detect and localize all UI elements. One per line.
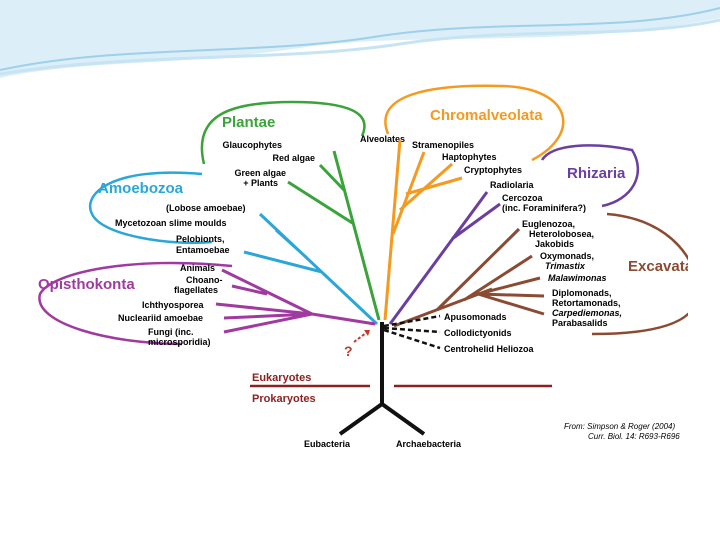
chromalveolata-outline [384,84,565,162]
excavata-member: Trimastix [545,261,586,271]
excavata-member: Malawimonas [548,273,607,283]
excavata-title: Excavata [628,258,688,275]
amoebozoa-member: (Lobose amoebae) [166,203,246,213]
plantae-member: Red algae [272,153,315,163]
plantae-clade: Plantae Glaucophytes Red algae Green alg… [200,100,381,321]
excavata-member: Retortamonads, [552,298,621,308]
chromalveolata-member: Stramenopiles [412,140,474,150]
rhizaria-member: Radiolaria [490,180,535,190]
plantae-outline [200,100,366,165]
unplaced-lineage: Centrohelid Heliozoa [444,344,535,354]
chromalveolata-clade: Chromalveolata Alveolates Stramenopiles … [360,84,565,321]
prokaryotes-label: Prokaryotes [252,393,316,405]
root-question-mark: ? [344,343,353,359]
eukaryote-prokaryote-divider: Eukaryotes Prokaryotes [250,372,552,405]
excavata-member: Oxymonads, [540,251,594,261]
eubacteria-label: Eubacteria [304,439,351,449]
rhizaria-clade: Rhizaria Radiolaria Cercozoa (inc. Foram… [388,144,640,325]
chromalveolata-member: Cryptophytes [464,165,522,175]
opisthokonta-member: flagellates [174,285,218,295]
excavata-member: Diplomonads, [552,288,612,298]
amoebozoa-member: Entamoebae [176,245,230,255]
amoebozoa-member: Mycetozoan slime moulds [115,218,227,228]
excavata-clade: Excavata Euglenozoa, Heterolobosea, Jako… [393,212,699,336]
eukaryotes-label: Eukaryotes [252,372,311,384]
archaebacteria-label: Archaebacteria [396,439,462,449]
opisthokonta-member: Fungi (inc. [148,327,194,337]
excavata-member: Heterolobosea, [529,229,594,239]
tree-figure: Plantae Glaucophytes Red algae Green alg… [32,74,699,467]
amoebozoa-title: Amoebozoa [98,180,184,197]
rhizaria-outline [540,144,640,208]
slide-wave-decoration [0,0,720,78]
plantae-title: Plantae [222,114,275,131]
chromalveolata-member: Haptophytes [442,152,497,162]
excavata-member: Euglenozoa, [522,219,575,229]
opisthokonta-title: Opisthokonta [38,276,135,293]
amoebozoa-clade: Amoebozoa (Lobose amoebae) Mycetozoan sl… [89,171,379,326]
citation-line: Curr. Biol. 14: R693-R696 [588,432,680,441]
citation-line: From: Simpson & Roger (2004) [564,422,675,431]
opisthokonta-member: Ichthyosporea [142,300,205,310]
trunk [338,322,426,436]
rhizaria-member: Cercozoa [502,193,544,203]
plantae-member: Green algae [234,168,286,178]
excavata-member: Parabasalids [552,318,608,328]
opisthokonta-clade: Opisthokonta Animals Choano- flagellates… [38,261,376,347]
plantae-member: + Plants [243,178,278,188]
rhizaria-member: (inc. Foraminifera?) [502,203,586,213]
opisthokonta-outline [38,261,233,346]
plantae-member: Glaucophytes [222,140,282,150]
chromalveolata-member: Alveolates [360,134,405,144]
excavata-member: Carpediemonas, [552,308,622,318]
unplaced-lineage: Collodictyonids [444,328,512,338]
rhizaria-title: Rhizaria [567,165,626,182]
unplaced-lineages: Apusomonads Collodictyonids Centrohelid … [383,312,535,354]
opisthokonta-member: Nucleariid amoebae [118,313,203,323]
amoebozoa-member: Pelobionts, [176,234,225,244]
unplaced-lineage: Apusomonads [444,312,507,322]
opisthokonta-member: microsporidia) [148,337,211,347]
chromalveolata-title: Chromalveolata [430,107,543,124]
excavata-member: Jakobids [535,239,574,249]
opisthokonta-member: Animals [180,263,215,273]
opisthokonta-member: Choano- [186,275,223,285]
phylogeny-diagram: Plantae Glaucophytes Red algae Green alg… [38,84,699,449]
amoebozoa-outline [89,171,213,245]
root-uncertainty: ? [344,329,371,359]
